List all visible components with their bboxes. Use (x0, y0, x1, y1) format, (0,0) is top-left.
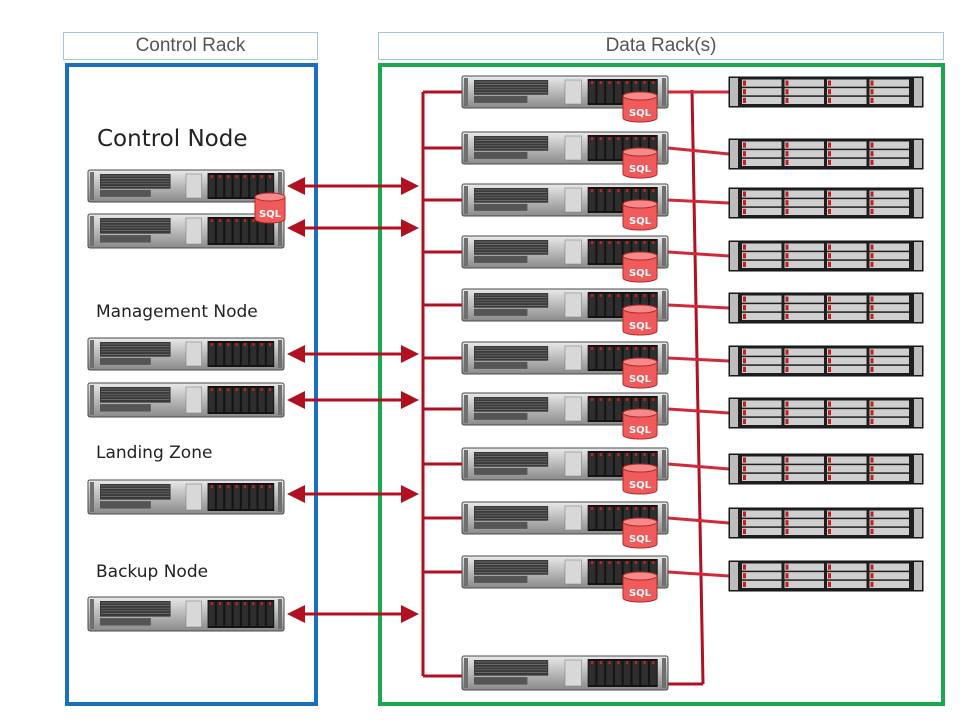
landing-zone-label: Landing Zone (96, 443, 213, 463)
control-node-server-1 (87, 169, 285, 203)
control-rack (65, 63, 318, 706)
backup-node-label: Backup Node (96, 562, 209, 582)
svg-text:SQL: SQL (629, 216, 652, 227)
sql-cylinder-2: SQL (622, 147, 658, 179)
storage-array-9 (728, 507, 924, 539)
sql-cylinder-4: SQL (622, 251, 658, 283)
compute-node-4 (461, 235, 669, 269)
svg-text:SQL: SQL (629, 321, 652, 332)
storage-array-4 (728, 240, 924, 272)
data-rack-left-bus (421, 90, 462, 678)
sql-cylinder-6: SQL (622, 357, 658, 389)
svg-text:SQL: SQL (629, 480, 652, 491)
data-rack (378, 63, 945, 706)
storage-array-5 (728, 292, 924, 324)
compute-storage-link-4 (667, 250, 730, 258)
control-rack-title: Control Rack (63, 32, 318, 60)
svg-text:SQL: SQL (629, 425, 652, 436)
storage-array-10 (728, 560, 924, 592)
sql-cylinder-7: SQL (622, 408, 658, 440)
storage-array-1 (728, 76, 924, 108)
storage-array-8 (728, 453, 924, 485)
sql-cylinder-9: SQL (622, 517, 658, 549)
management-node-server-2 (87, 382, 285, 418)
compute-storage-link-5 (667, 303, 730, 310)
compute-storage-link-6 (667, 356, 730, 363)
backup-node-server (87, 596, 285, 632)
svg-text:SQL: SQL (629, 374, 652, 385)
storage-array-2 (728, 138, 924, 170)
sql-cylinder-3: SQL (622, 199, 658, 231)
svg-text:SQL: SQL (259, 209, 282, 220)
compute-node-6 (461, 341, 669, 375)
storage-array-6 (728, 345, 924, 377)
sql-cylinder-8: SQL (622, 463, 658, 495)
compute-storage-link-8 (667, 462, 730, 471)
storage-array-7 (728, 397, 924, 429)
management-node-server-1 (87, 337, 285, 371)
svg-text:SQL: SQL (629, 588, 652, 599)
control-node-label: Control Node (97, 126, 248, 152)
management-node-label: Management Node (96, 302, 258, 322)
compute-storage-link-9 (667, 516, 730, 525)
compute-node-1 (461, 75, 669, 109)
sql-cylinder-5: SQL (622, 304, 658, 336)
landing-zone-server (87, 479, 285, 515)
compute-storage-link-7 (667, 407, 730, 415)
sql-cylinder-1: SQL (622, 91, 658, 123)
sql-cylinder-10: SQL (622, 571, 658, 603)
svg-text:SQL: SQL (629, 164, 652, 175)
compute-storage-link-2 (667, 146, 730, 156)
data-rack-title: Data Rack(s) (378, 32, 944, 60)
compute-storage-link-10 (667, 570, 730, 578)
svg-text:SQL: SQL (629, 108, 652, 119)
control-sql-cylinder: SQL (254, 192, 286, 224)
compute-storage-link-3 (667, 198, 730, 205)
svg-text:SQL: SQL (629, 534, 652, 545)
data-rack-right-bus (668, 89, 705, 686)
compute-node-5 (461, 288, 669, 322)
storage-array-3 (728, 187, 924, 219)
data-rack-bottom-server (461, 655, 669, 691)
svg-text:SQL: SQL (629, 268, 652, 279)
